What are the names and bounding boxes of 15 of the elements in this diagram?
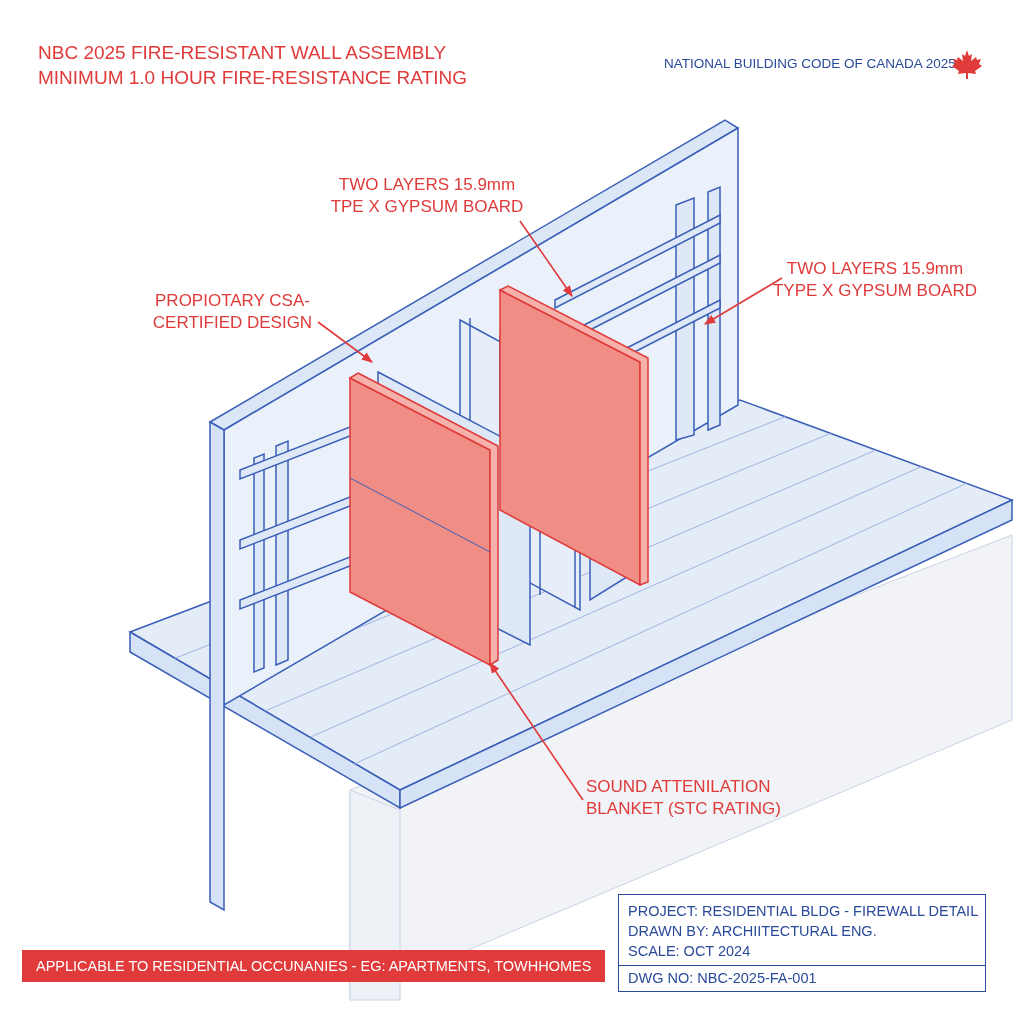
header-text: NATIONAL BUILDING CODE OF CANADA 2025 — [664, 56, 956, 71]
callout-label: TWO LAYERS 15.9mm TPE X GYPSUM BOARD — [322, 174, 532, 218]
callout-label: PROPIOTARY CSA-CERTIFIED DESIGN — [150, 290, 315, 334]
leader-line — [317, 321, 373, 363]
drawing-number-field: DWG NO: NBC-2025-FA-001 — [628, 970, 817, 986]
leader-line — [489, 662, 584, 801]
callout-label: TWO LAYERS 15.9mm TYPE X GYPSUM BOARD — [770, 258, 980, 302]
scale-field: SCALE: OCT 2024 — [628, 943, 751, 959]
leader-line — [519, 220, 573, 297]
applicability-banner: APPLICABLE TO RESIDENTIAL OCCUNANIES - EG: APARTMENTS, TOWHHOMES — [22, 950, 606, 982]
title: NBC 2025 FIRE-RESISTANT WALL ASSEMBLY MINIMUM 1.0 HOUR FIRE-RESISTANCE RATING — [38, 41, 468, 90]
leader-line — [704, 277, 783, 325]
project-field: PROJECT: RESIDENTIAL BLDG - FIREWALL DETAIL — [628, 903, 979, 919]
drawn-by-field: DRAWN BY: ARCHIITECTURAL ENG. — [628, 923, 877, 939]
callout-label: SOUND ATTENILATION BLANKET (STC RATING) — [586, 776, 846, 820]
